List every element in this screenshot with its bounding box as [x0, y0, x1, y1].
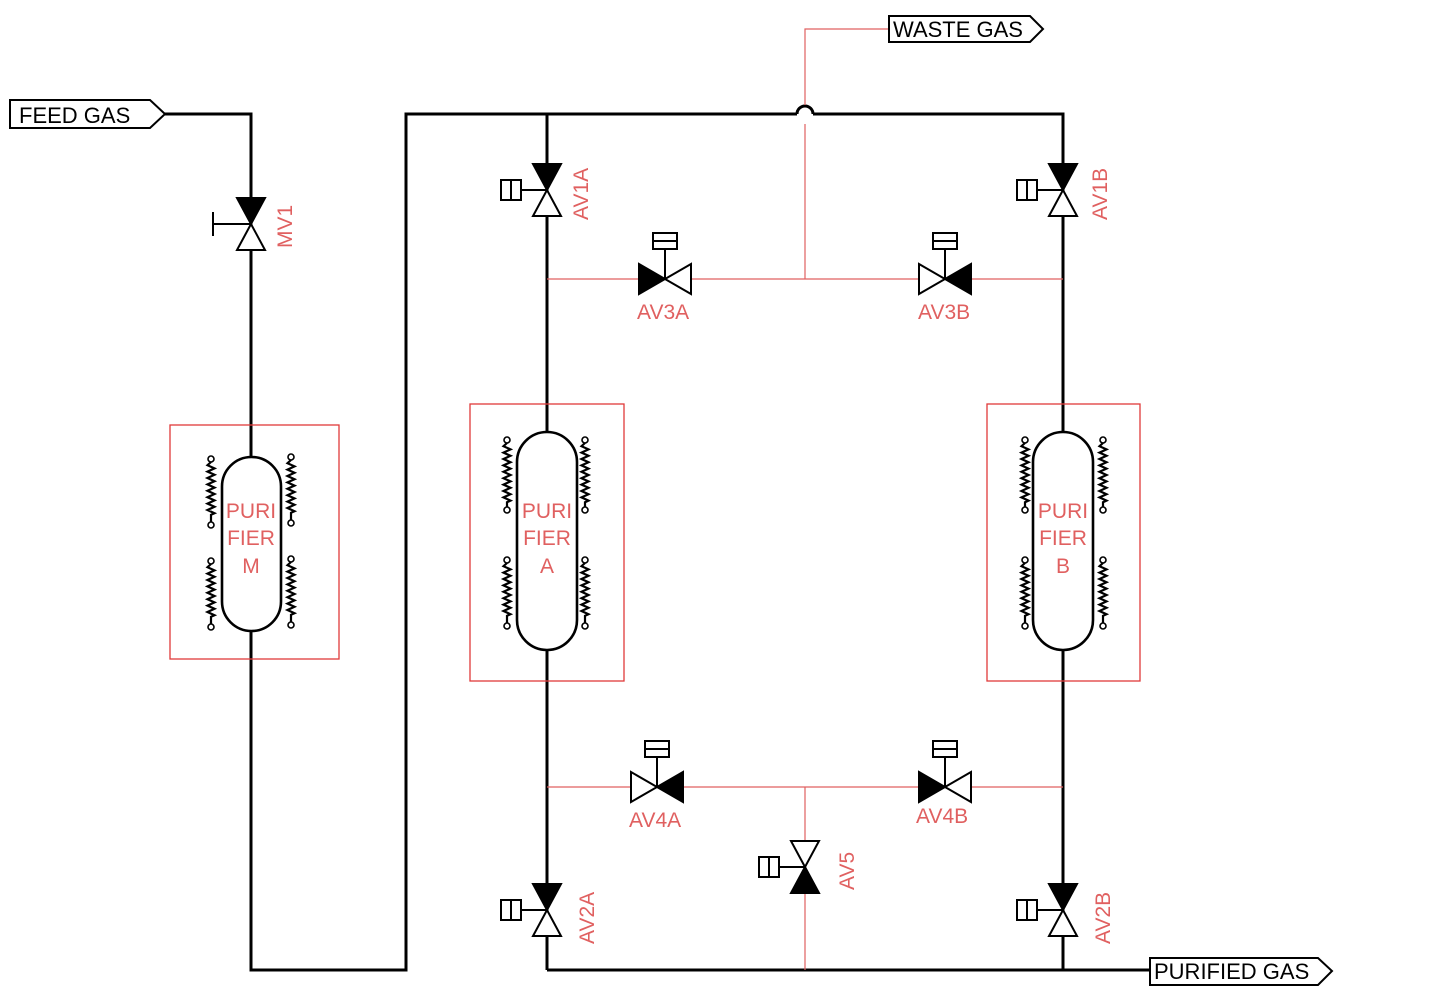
valve-av3b[interactable]: AV3B — [918, 232, 972, 324]
valve-av2b[interactable]: AV2B — [1016, 883, 1115, 944]
purifier-m-line3: M — [242, 555, 260, 578]
purifier-m-vessel — [220, 455, 283, 633]
valve-av4b[interactable]: AV4B — [916, 740, 972, 828]
purifier-b-line2: FIER — [1039, 527, 1087, 550]
purifier-b-frame — [986, 403, 1141, 682]
purifier-a-line2: FIER — [523, 527, 571, 550]
actuated-valve-icon — [630, 740, 684, 803]
manual-valve-icon — [212, 197, 267, 251]
valve-av2a[interactable]: AV2A — [500, 883, 599, 944]
actuated-valve-icon — [500, 883, 562, 937]
process-piping — [163, 104, 1150, 972]
actuated-valve-icon — [500, 163, 562, 217]
actuated-valve-icon — [758, 840, 820, 894]
valve-av5[interactable]: AV5 — [758, 840, 859, 894]
valve-av3b-label: AV3B — [918, 301, 970, 324]
purifier-m-frame — [169, 424, 340, 660]
valve-av2a-label: AV2A — [576, 892, 599, 944]
actuated-valve-icon — [1016, 883, 1078, 937]
valve-av1b[interactable]: AV1B — [1016, 163, 1112, 220]
purifier-a-line3: A — [540, 555, 554, 578]
waste-gas-flag: WASTE GAS — [888, 15, 1045, 43]
actuated-valve-icon — [918, 232, 972, 295]
purifier-a-frame — [469, 403, 625, 682]
actuated-valve-icon — [918, 740, 972, 803]
valve-av4a-label: AV4A — [629, 809, 681, 832]
valve-av5-label: AV5 — [836, 852, 859, 890]
purifier-b: PURI FIER B — [986, 403, 1141, 682]
valve-av4a[interactable]: AV4A — [629, 740, 684, 832]
purifier-m-line2: FIER — [227, 527, 275, 550]
purifier-b-line1: PURI — [1038, 500, 1088, 523]
valve-av2b-label: AV2B — [1092, 892, 1115, 944]
valve-av3a-label: AV3A — [637, 301, 689, 324]
purified-gas-label: PURIFIED GAS — [1154, 959, 1309, 984]
feed-gas-flag: FEED GAS — [9, 99, 167, 129]
purifier-b-line3: B — [1056, 555, 1070, 578]
purifier-a-vessel — [515, 430, 579, 652]
purified-gas-flag: PURIFIED GAS — [1149, 957, 1334, 986]
valve-av1a[interactable]: AV1A — [500, 163, 593, 220]
valve-av1b-label: AV1B — [1089, 168, 1112, 220]
valve-mv1[interactable]: MV1 — [212, 197, 297, 251]
valve-av3a[interactable]: AV3A — [637, 232, 692, 324]
waste-gas-label: WASTE GAS — [893, 17, 1023, 42]
actuated-valve-icon — [1016, 163, 1078, 217]
purifier-b-vessel — [1031, 430, 1095, 652]
valve-av1a-label: AV1A — [570, 168, 593, 220]
valve-mv1-label: MV1 — [274, 205, 297, 248]
actuated-valve-icon — [638, 232, 692, 295]
feed-gas-label: FEED GAS — [19, 103, 130, 128]
valve-av4b-label: AV4B — [916, 805, 968, 828]
purifier-a-line1: PURI — [522, 500, 572, 523]
purifier-a: PURI FIER A — [469, 403, 625, 682]
purifier-m: PURI FIER M — [169, 424, 340, 660]
purifier-m-line1: PURI — [226, 500, 276, 523]
